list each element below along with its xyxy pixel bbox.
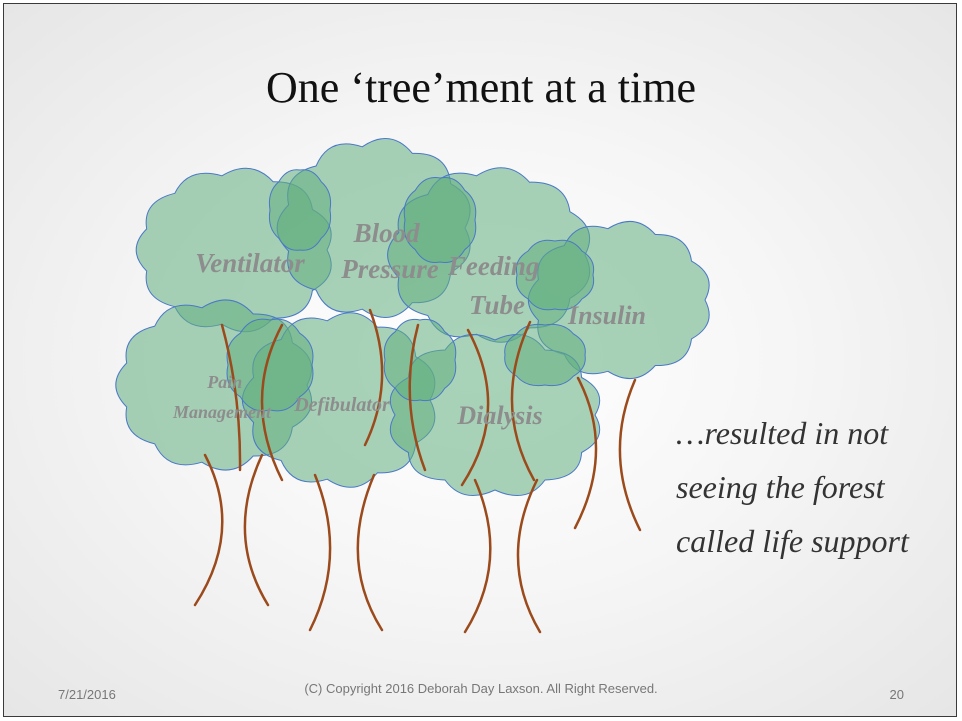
caption-text: …resulted in not seeing the forest calle… <box>676 406 926 568</box>
footer-page-number: 20 <box>880 687 904 702</box>
tree-label-insulin: Insulin <box>567 301 646 330</box>
tree-trunk-10 <box>465 480 490 632</box>
tree-trunk-12 <box>518 480 540 632</box>
canopy-overlap-5 <box>384 319 456 400</box>
footer-copyright: (C) Copyright 2016 Deborah Day Laxson. A… <box>0 681 962 696</box>
tree-trunk-14 <box>620 380 640 530</box>
tree-trunk-6 <box>310 475 330 630</box>
tree-trunk-7 <box>358 475 382 630</box>
tree-label-ventilator: Ventilator <box>195 248 305 278</box>
canopy-overlap-1 <box>269 170 330 251</box>
tree-trunk-4 <box>245 455 268 605</box>
tree-label-defibulator: Defibulator <box>293 394 390 416</box>
tree-trunk-2 <box>195 455 222 605</box>
tree-label-dialysis: Dialysis <box>456 401 542 430</box>
